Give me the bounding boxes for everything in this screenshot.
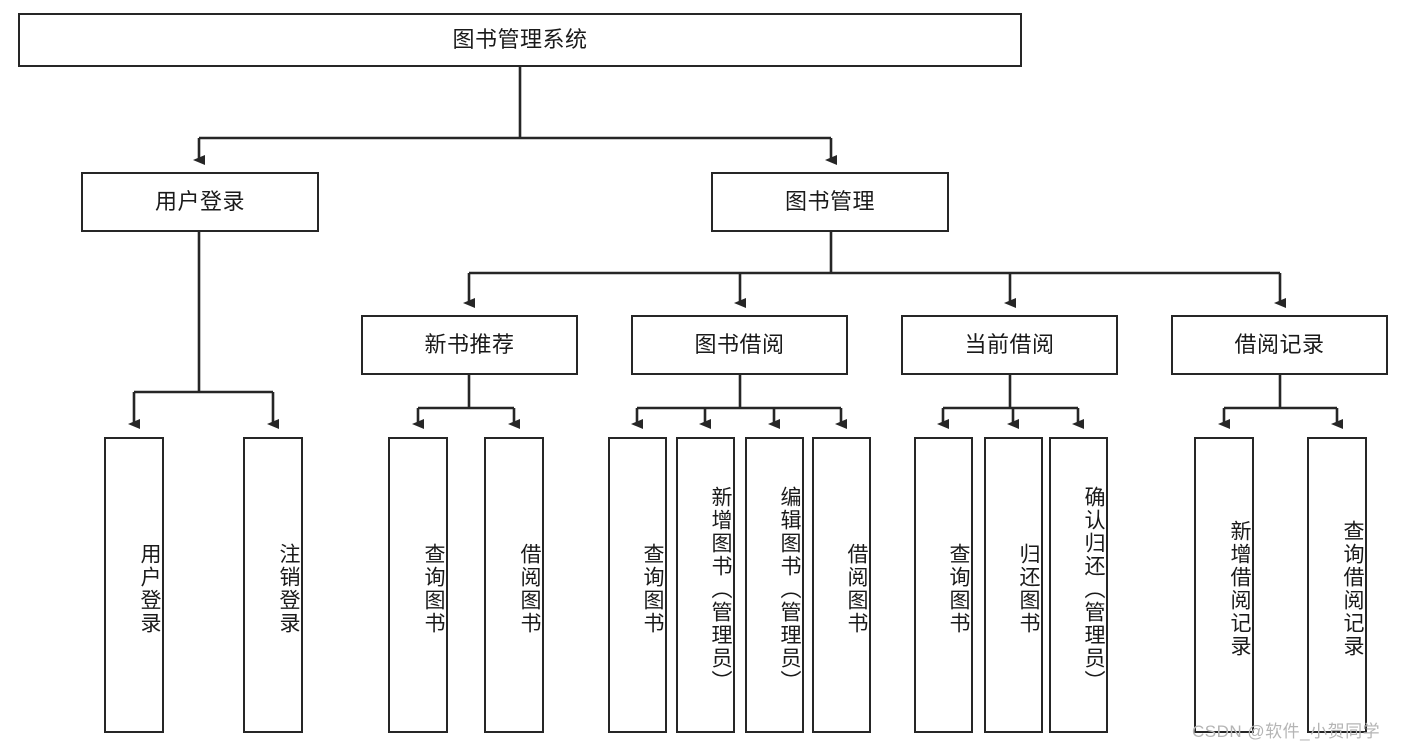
node-root-system[interactable]: 图书管理系统 — [18, 13, 1022, 67]
node-label: 确认归还（管理员） — [1082, 485, 1105, 693]
node-label: 查询借阅记录 — [1341, 520, 1364, 658]
node-label: 查询图书 — [641, 543, 664, 635]
node-book-borrow[interactable]: 图书借阅 — [631, 315, 848, 375]
node-label: 借阅图书 — [845, 543, 868, 635]
leaf-current-confirm-return-admin[interactable]: 确认归还（管理员） — [1049, 437, 1108, 733]
leaf-user-login-logout[interactable]: 注销登录 — [243, 437, 303, 733]
node-label: 借阅图书 — [518, 543, 541, 635]
node-label: 查询图书 — [422, 543, 445, 635]
leaf-borrow-borrow-book[interactable]: 借阅图书 — [812, 437, 871, 733]
node-current-borrow[interactable]: 当前借阅 — [901, 315, 1118, 375]
node-label: 用户登录 — [154, 188, 245, 214]
node-user-login[interactable]: 用户登录 — [81, 172, 319, 232]
node-borrow-records[interactable]: 借阅记录 — [1171, 315, 1388, 375]
leaf-current-query-book[interactable]: 查询图书 — [914, 437, 973, 733]
node-label: 新增借阅记录 — [1228, 520, 1251, 658]
node-label: 新书推荐 — [424, 331, 515, 357]
leaf-borrow-add-book-admin[interactable]: 新增图书（管理员） — [676, 437, 735, 733]
node-label: 图书借阅 — [694, 331, 785, 357]
leaf-recommend-query-book[interactable]: 查询图书 — [388, 437, 448, 733]
node-label: 新增图书（管理员） — [709, 485, 732, 693]
node-book-management[interactable]: 图书管理 — [711, 172, 949, 232]
leaf-records-add-record[interactable]: 新增借阅记录 — [1194, 437, 1254, 733]
node-label: 注销登录 — [277, 543, 300, 635]
node-label: 用户登录 — [138, 543, 161, 635]
node-label: 查询图书 — [947, 543, 970, 635]
leaf-current-return-book[interactable]: 归还图书 — [984, 437, 1043, 733]
node-label: 图书管理系统 — [452, 26, 588, 52]
leaf-borrow-edit-book-admin[interactable]: 编辑图书（管理员） — [745, 437, 804, 733]
node-label: 图书管理 — [784, 188, 875, 214]
leaf-records-query-record[interactable]: 查询借阅记录 — [1307, 437, 1367, 733]
node-label: 当前借阅 — [964, 331, 1055, 357]
node-new-book-recommend[interactable]: 新书推荐 — [361, 315, 578, 375]
leaf-borrow-query-book[interactable]: 查询图书 — [608, 437, 667, 733]
node-label: 归还图书 — [1017, 543, 1040, 635]
csdn-watermark: CSDN @软件_小贺同学 — [1192, 722, 1381, 741]
leaf-recommend-borrow-book[interactable]: 借阅图书 — [484, 437, 544, 733]
node-label: 编辑图书（管理员） — [778, 485, 801, 693]
node-label: 借阅记录 — [1234, 331, 1325, 357]
leaf-user-login-login[interactable]: 用户登录 — [104, 437, 164, 733]
